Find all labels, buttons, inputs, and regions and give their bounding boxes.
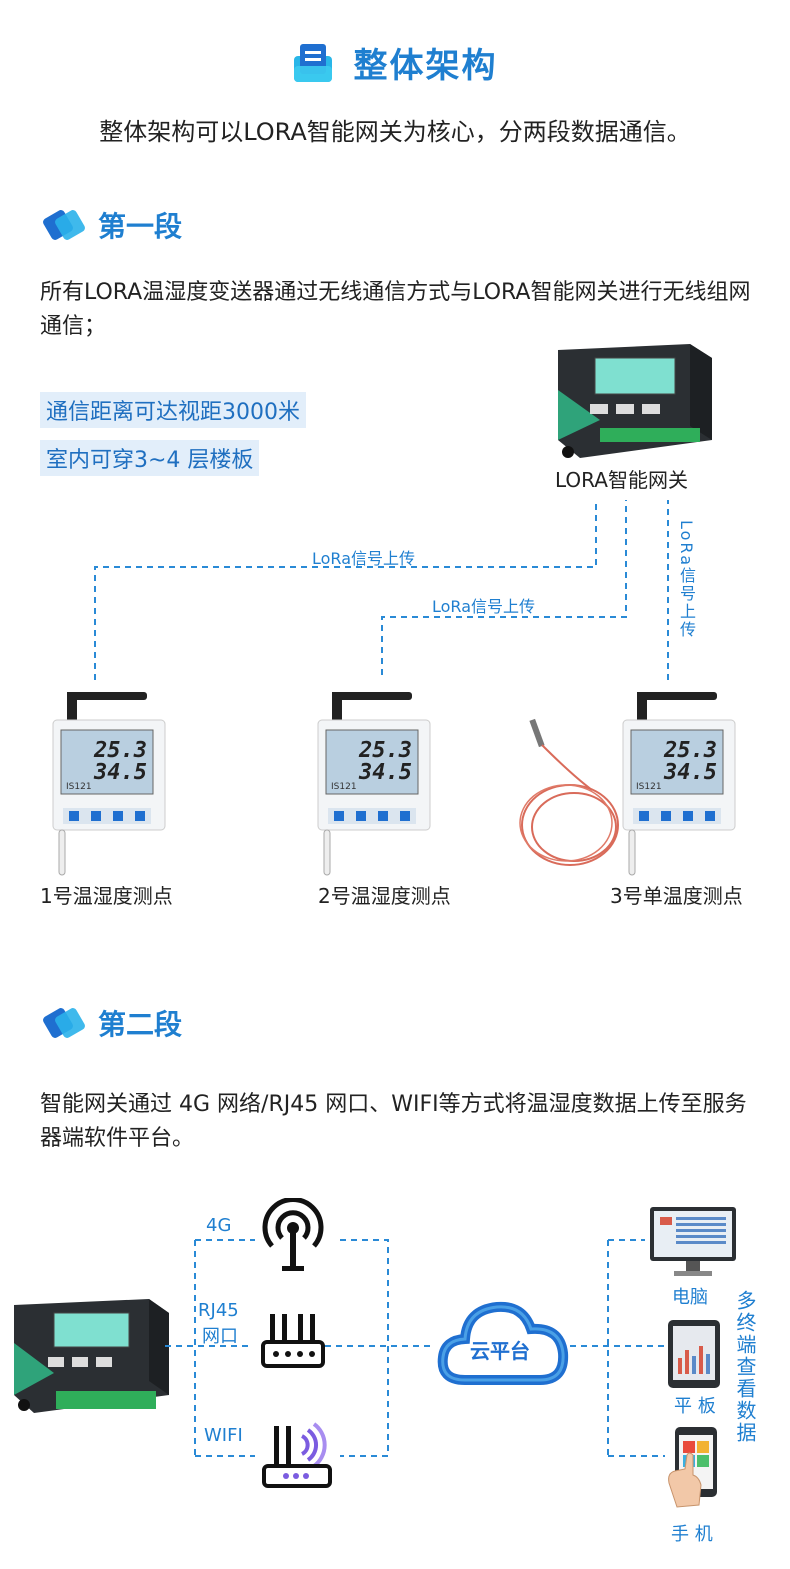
section1-heading: 第一段: [42, 205, 182, 245]
cloud-label: 云平台: [470, 1339, 530, 1363]
section-marker-icon: [43, 210, 85, 240]
cloud-icon: [437, 1301, 569, 1385]
section-marker-icon: [43, 1008, 85, 1038]
sensor-2-code: IS121: [331, 782, 357, 792]
page-header: 整体架构: [0, 38, 790, 87]
highlight-distance: 通信距离可达视距3000米: [40, 392, 306, 428]
lora-link-label-3: LoRa信号上传: [677, 520, 696, 639]
sensor-2: [310, 690, 440, 880]
lora-link-label-1: LoRa信号上传: [312, 549, 415, 568]
sensor-device-icon: [622, 692, 736, 876]
net-rj45-label: RJ45: [198, 1300, 239, 1321]
router-icon: [261, 1314, 325, 1368]
sensor-3-hum: 34.5: [664, 760, 717, 785]
section1-description: 所有LORA温湿度变送器通过无线通信方式与LORA智能网关进行无线组网通信；: [40, 280, 751, 339]
sensor-2-hum: 34.5: [359, 760, 412, 785]
wifi-router-icon: [262, 1422, 332, 1488]
gateway-label: LORA智能网关: [555, 468, 688, 492]
sensor-3-code: IS121: [636, 782, 662, 792]
page-title: 整体架构: [353, 46, 498, 86]
tablet-label: 平 板: [674, 1396, 716, 1417]
sensor-3: [615, 690, 745, 880]
sensor-1-hum: 34.5: [94, 760, 147, 785]
sensor-1-label: 1号温湿度测点: [40, 884, 173, 908]
sensor-2-label: 2号温湿度测点: [318, 884, 451, 908]
network-links: [165, 1239, 665, 1457]
sensor-1-temp: 25.3: [94, 738, 147, 763]
net-rj45-label-2: 网口: [202, 1326, 238, 1347]
gateway-device-image: [14, 1299, 169, 1413]
lora-gateway-image: [558, 344, 712, 458]
document-icon: [294, 43, 333, 82]
section2-description: 智能网关通过 4G 网络/RJ45 网口、WIFI等方式将温湿度数据上传至服务器…: [40, 1092, 747, 1151]
net-wifi-label: WIFI: [204, 1425, 243, 1446]
computer-icon: [650, 1207, 736, 1276]
multi-terminal-label: 多终端查看数据: [733, 1290, 757, 1444]
phone-label: 手 机: [671, 1524, 713, 1545]
sensor-device-icon: [52, 692, 166, 876]
tablet-icon: [668, 1320, 720, 1388]
sensor-1-code: IS121: [66, 782, 92, 792]
lora-link-label-2: LoRa信号上传: [432, 597, 535, 616]
sensor-device-icon: [317, 692, 431, 876]
section2-heading: 第二段: [42, 1003, 182, 1043]
highlight-floors: 室内可穿3~4 层楼板: [40, 440, 260, 476]
net-4g-label: 4G: [206, 1215, 232, 1236]
pc-label: 电脑: [672, 1287, 708, 1308]
sensor-3-label: 3号单温度测点: [610, 884, 743, 908]
sensor-3-temp: 25.3: [664, 738, 717, 763]
section2-title: 第二段: [98, 1008, 183, 1041]
sensor-2-temp: 25.3: [359, 738, 412, 763]
phone-icon: [668, 1427, 717, 1508]
intro-text: 整体架构可以LORA智能网关为核心，分两段数据通信。: [99, 118, 691, 146]
antenna-4g-icon: [262, 1198, 324, 1271]
section1-title: 第一段: [98, 210, 183, 243]
lora-links: [94, 500, 669, 680]
temperature-probe-image: [519, 718, 619, 866]
sensor-1: [45, 690, 175, 880]
